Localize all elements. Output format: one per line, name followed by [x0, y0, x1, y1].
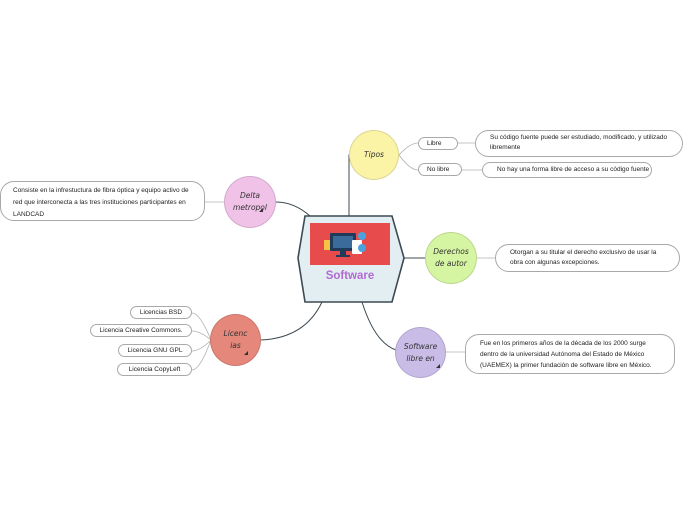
- software-libre-desc[interactable]: Fue en los primeros años de la década de…: [465, 334, 675, 374]
- node-delta-label: Delta metropol: [233, 191, 267, 212]
- connector-tipos-libre: [398, 142, 419, 156]
- licencia-item-bsd[interactable]: Licencias BSD: [130, 306, 192, 319]
- node-software-libre[interactable]: Software libre en: [395, 327, 446, 378]
- center-title[interactable]: Software: [325, 270, 375, 282]
- connector-tipos-nolibre: [398, 154, 419, 171]
- connector-lic-4: [191, 339, 212, 371]
- connector-lic-2: [191, 330, 212, 341]
- tipos-item-nolibre[interactable]: No libre: [418, 163, 462, 176]
- licencia-item-copyleft[interactable]: Licencia CopyLeft: [117, 363, 192, 376]
- derechos-desc[interactable]: Otorgan a su titular el derecho exclusiv…: [495, 244, 680, 272]
- licencia-item-gnugpl[interactable]: Licencia GNU GPL: [118, 344, 192, 357]
- node-tipos[interactable]: Tipos: [349, 130, 399, 180]
- node-software-libre-label: Software libre en: [403, 341, 438, 363]
- connector-lic-3: [191, 339, 212, 352]
- connector-center-licencias: [260, 301, 323, 341]
- node-derechos-label: Derechos de autor: [433, 247, 469, 268]
- delta-note-marker: [259, 208, 263, 212]
- tipos-item-libre[interactable]: Libre: [418, 137, 458, 150]
- delta-desc[interactable]: Consiste en la infrestuctura de fibra óp…: [0, 181, 205, 221]
- node-tipos-label: Tipos: [364, 150, 384, 159]
- software-image: [310, 223, 390, 265]
- connector-lic-1: [191, 312, 212, 341]
- licencia-item-cc[interactable]: Licencia Creative Commons.: [90, 324, 192, 337]
- tipos-nolibre-desc[interactable]: No hay una forma libre de acceso a su có…: [482, 162, 652, 178]
- node-delta[interactable]: Delta metropol: [224, 176, 276, 228]
- connector-center-softlibre: [361, 301, 397, 351]
- node-derechos[interactable]: Derechos de autor: [425, 232, 477, 284]
- node-licencias[interactable]: Licencias: [210, 314, 261, 366]
- node-licencias-label: Licencias: [223, 329, 248, 350]
- tipos-libre-desc[interactable]: Su código fuente puede ser estudiado, mo…: [475, 130, 683, 157]
- connector-center-delta: [275, 201, 311, 217]
- licencias-note-marker: [244, 351, 248, 355]
- software-libre-note-marker: [436, 364, 440, 368]
